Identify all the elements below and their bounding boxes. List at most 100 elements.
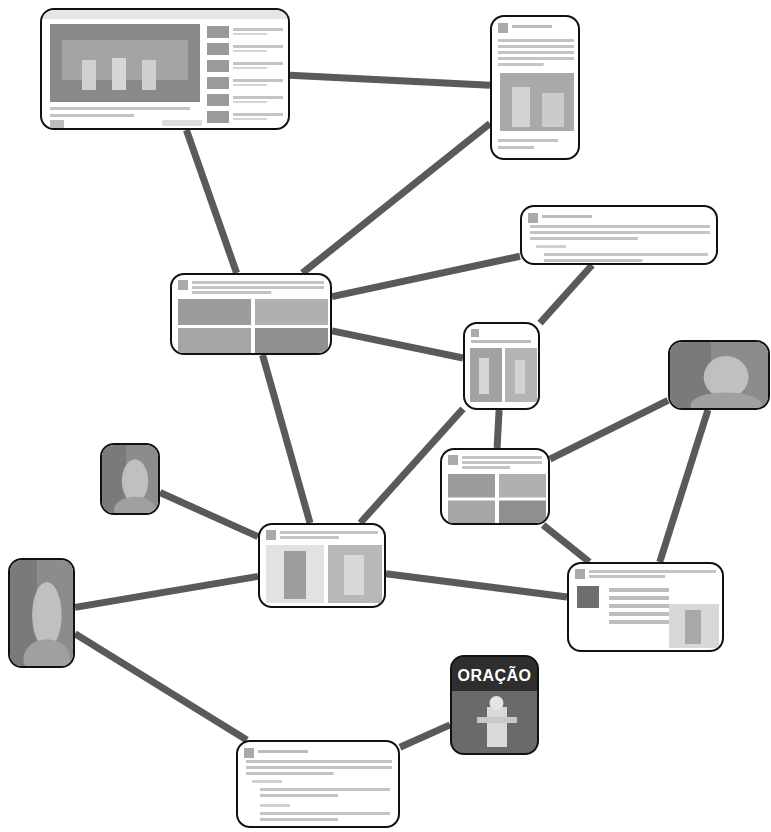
thumbnail-detail (192, 281, 324, 284)
screenshot-thumbnail (42, 10, 290, 130)
connector-line (263, 355, 310, 523)
thumbnail-detail (530, 231, 710, 234)
connector-line (543, 525, 589, 562)
thumbnail-detail (82, 60, 96, 90)
thumbnail-detail (500, 73, 574, 131)
screenshot-box (40, 8, 290, 130)
thumbnail-detail (244, 748, 254, 758)
thumbnail-detail (685, 610, 701, 644)
thumbnail-detail (462, 466, 510, 469)
screenshot-box (236, 740, 400, 828)
connector-line (386, 574, 567, 597)
thumbnail-detail (498, 23, 508, 33)
thumbnail-detail (233, 101, 267, 103)
screenshot-thumbnail (442, 450, 550, 525)
thumbnail-detail (112, 58, 126, 90)
thumbnail-detail (512, 87, 530, 127)
thumbnail-detail (448, 455, 458, 465)
screenshot-box (258, 523, 386, 608)
thumbnail-detail (233, 50, 267, 52)
thumbnail-detail (498, 51, 574, 54)
thumbnail-detail (471, 329, 479, 337)
connector-line (186, 130, 236, 273)
thumbnail-detail (462, 461, 542, 464)
thumbnail-detail (577, 586, 599, 608)
thumbnail-detail (162, 120, 202, 126)
thumbnail-detail (280, 531, 378, 534)
thumbnail-detail (260, 812, 390, 815)
connector-line (75, 634, 247, 740)
connector-line (75, 576, 258, 607)
thumbnail-detail (498, 57, 574, 60)
connector-line (332, 331, 463, 358)
thumbnail-detail (609, 620, 669, 624)
thumbnail-detail (487, 707, 507, 747)
thumbnail-detail (266, 545, 324, 603)
thumbnail-detail (515, 360, 525, 394)
thumbnail-detail (544, 259, 642, 262)
screenshot-thumbnail (102, 445, 160, 515)
thumbnail-detail (207, 26, 229, 38)
screenshot-box (440, 448, 550, 525)
connector-line (660, 410, 708, 562)
thumbnail-detail (233, 67, 267, 69)
thumbnail-detail (233, 62, 283, 65)
thumbnail-detail (498, 39, 574, 42)
thumbnail-detail (530, 237, 638, 240)
thumbnail-detail (142, 60, 156, 90)
connector-line (550, 400, 668, 459)
thumbnail-detail (544, 253, 708, 256)
thumbnail-detail (207, 111, 229, 123)
thumbnail-detail (260, 818, 338, 821)
thumbnail-detail (255, 299, 328, 325)
thumbnail-detail (530, 225, 710, 228)
thumbnail-detail (252, 780, 282, 783)
thumbnail-detail (462, 456, 542, 459)
thumbnail-detail (207, 43, 229, 55)
thumbnail-detail (192, 286, 324, 289)
thumbnail-detail (498, 45, 574, 48)
thumbnail-detail (477, 717, 517, 723)
thumbnail-detail (233, 79, 283, 82)
connector-line (540, 265, 592, 323)
screenshot-box (463, 322, 540, 410)
thumbnail-detail (255, 328, 328, 354)
thumbnail-detail (498, 63, 544, 66)
blurred-face (122, 459, 148, 502)
screenshot-box (490, 15, 580, 160)
blurred-face (32, 582, 61, 648)
thumbnail-detail (479, 358, 489, 394)
thumbnail-detail (448, 474, 495, 498)
thumbnail-detail (178, 299, 251, 325)
connector-line (400, 725, 450, 747)
thumbnail-detail (452, 691, 539, 755)
screenshot-box (8, 558, 75, 668)
thumbnail-detail (528, 213, 538, 223)
thumbnail-detail (609, 604, 669, 608)
thumbnail-detail (575, 569, 585, 579)
blurred-shoulders (114, 497, 156, 515)
thumbnail-detail (233, 33, 267, 35)
connector-line (497, 410, 499, 448)
screenshot-thumbnail (10, 560, 75, 668)
connector-line (290, 75, 490, 85)
thumbnail-detail (669, 604, 719, 648)
thumbnail-detail (50, 107, 190, 110)
screenshot-thumbnail (260, 525, 386, 608)
thumbnail-detail (512, 25, 552, 28)
screenshot-thumbnail (465, 324, 540, 410)
thumbnail-detail (499, 474, 546, 498)
thumbnail-detail (260, 788, 390, 791)
poster-title: ORAÇÃO (457, 667, 531, 685)
blurred-shoulders (23, 639, 70, 668)
thumbnail-detail (207, 94, 229, 106)
connector-line (332, 256, 520, 296)
thumbnail-detail (498, 146, 534, 149)
thumbnail-detail (499, 501, 546, 525)
thumbnail-detail (260, 804, 290, 807)
thumbnail-detail (50, 120, 64, 128)
screenshot-box (520, 205, 718, 265)
screenshot-box (567, 562, 724, 652)
thumbnail-detail (542, 215, 592, 218)
